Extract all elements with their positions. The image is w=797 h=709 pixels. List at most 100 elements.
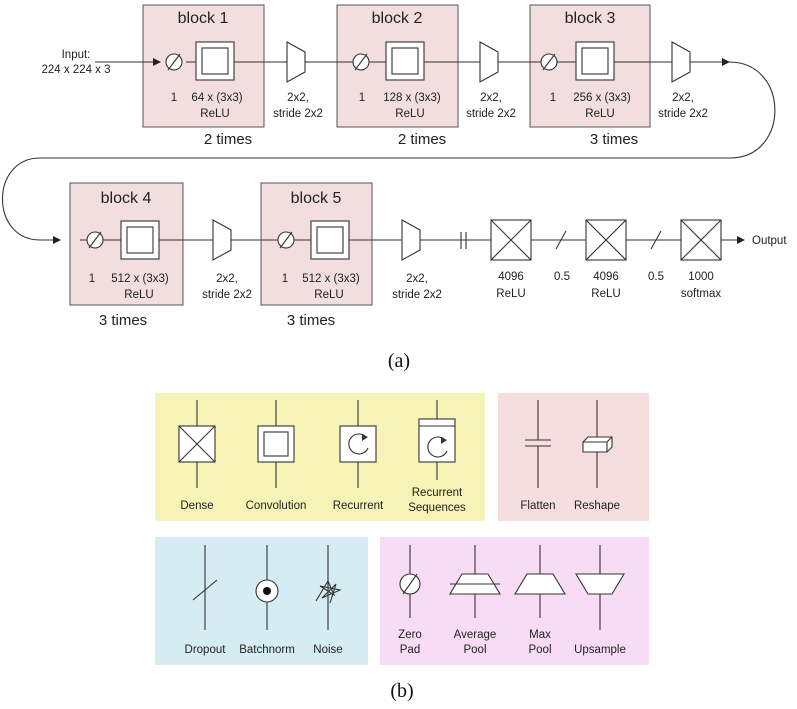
legend-label: Flatten: [520, 500, 555, 512]
legend: Dense Convolution Recurrent Recurrent Se…: [155, 393, 649, 665]
legend-reshape: Reshape: [574, 400, 620, 512]
max-pool-icon: [671, 41, 691, 83]
repeat-label: 2 times: [398, 131, 446, 148]
dense-2: 4096 ReLU: [585, 219, 627, 300]
pool-size-label: 2x2,: [480, 92, 502, 104]
row-1: Input: 224 x 224 x 3 block 1 1 64 x (3x3…: [41, 4, 730, 148]
legend-label: Upsample: [574, 644, 626, 656]
conv-activation-label: ReLU: [124, 289, 153, 301]
zero-pad-slash: [354, 53, 368, 71]
block-3: block 3 1 256 x (3x3) ReLU 3 times: [540, 10, 638, 148]
upsample-icon: [575, 573, 625, 595]
legend-max-pool: Max Pool: [514, 545, 566, 656]
legend-label-2: Sequences: [408, 502, 466, 514]
dropout-1: 0.5: [554, 230, 570, 283]
dropout-icon: [555, 230, 567, 250]
legend-shape-panel: [498, 393, 649, 521]
dropout-2: 0.5: [648, 230, 664, 283]
legend-pooling-panel: [380, 537, 649, 665]
max-pool-2: 2x2, stride 2x2: [466, 41, 516, 120]
block-2: block 2 1 128 x (3x3) ReLU 2 times: [352, 10, 446, 148]
legend-label-2: Pad: [400, 644, 420, 656]
conv-filters-label: 64 x (3x3): [191, 92, 242, 104]
legend-label: Convolution: [246, 500, 307, 512]
pool-stride-label: stride 2x2: [466, 108, 516, 120]
pad-label: 1: [359, 92, 365, 104]
legend-batchnorm: Batchnorm: [239, 545, 295, 656]
zero-pad-slash: [167, 53, 181, 71]
max-pool-3: 2x2, stride 2x2: [658, 41, 708, 120]
convolution-inner: [581, 47, 609, 75]
dense-activation-label: softmax: [681, 288, 722, 300]
convolution-inner: [391, 47, 419, 75]
legend-label: Recurrent: [333, 500, 384, 512]
caption-b: (b): [390, 680, 413, 702]
max-pool-icon: [212, 219, 232, 261]
legend-label: Dense: [180, 500, 213, 512]
conv-filters-label: 512 x (3x3): [302, 273, 360, 285]
dropout-icon: [650, 230, 662, 250]
legend-label: Batchnorm: [239, 644, 295, 656]
dense-units-label: 4096: [593, 271, 619, 283]
legend-dense: Dense: [178, 400, 216, 512]
noise-icon: [315, 579, 342, 604]
pool-stride-label: stride 2x2: [658, 108, 708, 120]
output-label: Output: [752, 235, 787, 247]
pool-size-label: 2x2,: [672, 92, 694, 104]
caption-a: (a): [388, 350, 410, 372]
zero-pad-slash: [279, 231, 293, 249]
reshape-icon: [582, 436, 613, 453]
pad-label: 1: [282, 273, 288, 285]
legend-average-pool: Average Pool: [449, 545, 501, 656]
block-title: block 1: [178, 10, 229, 27]
pool-size-label: 2x2,: [216, 273, 238, 285]
legend-label-2: Pool: [528, 644, 551, 656]
max-pool-1: 2x2, stride 2x2: [273, 41, 323, 120]
row-wrap-connector: [1, 61, 776, 244]
conv-activation-label: ReLU: [395, 108, 424, 120]
legend-convolution: Convolution: [246, 400, 307, 512]
legend-recurrent-sequences: Recurrent Sequences: [408, 400, 466, 514]
convolution-inner: [201, 47, 229, 75]
pool-stride-label: stride 2x2: [273, 108, 323, 120]
block-title: block 2: [372, 10, 423, 27]
legend-zero-pad: Zero Pad: [398, 545, 422, 656]
legend-label-2: Pool: [463, 644, 486, 656]
repeat-label: 2 times: [204, 131, 252, 148]
conv-filters-label: 512 x (3x3): [111, 273, 169, 285]
dropout-rate-label: 0.5: [554, 271, 570, 283]
dense-cross-b: [585, 219, 627, 261]
conv-filters-label: 256 x (3x3): [573, 92, 631, 104]
dense-units-label: 1000: [688, 271, 714, 283]
dense-cross-b: [490, 219, 532, 261]
legend-label: Recurrent: [412, 487, 463, 499]
input-label: Input:: [62, 49, 91, 61]
conv-activation-label: ReLU: [200, 108, 229, 120]
convolution-inner: [316, 226, 344, 254]
pool-size-label: 2x2,: [287, 92, 309, 104]
max-pool-4: 2x2, stride 2x2: [202, 219, 252, 301]
repeat-label: 3 times: [590, 131, 638, 148]
input-size-label: 224 x 224 x 3: [41, 64, 110, 76]
dense-activation-label: ReLU: [496, 288, 525, 300]
max-pool-icon: [479, 41, 499, 83]
max-pool-icon: [401, 219, 421, 261]
pool-stride-label: stride 2x2: [202, 289, 252, 301]
block-1: block 1 1 64 x (3x3) ReLU 2 times: [165, 10, 252, 148]
dropout-icon: [192, 579, 218, 601]
conv-activation-label: ReLU: [314, 289, 343, 301]
legend-noise: Noise: [313, 545, 343, 656]
block-title: block 4: [101, 190, 152, 207]
block-5: block 5 1 512 x (3x3) ReLU 3 times: [277, 190, 360, 329]
legend-dropout: Dropout: [185, 545, 226, 656]
zero-pad-slash: [88, 231, 102, 249]
dense-activation-label: ReLU: [591, 288, 620, 300]
dropout-rate-label: 0.5: [648, 271, 664, 283]
legend-flatten: Flatten: [520, 400, 556, 512]
legend-label: Noise: [313, 644, 342, 656]
legend-label: Max: [529, 629, 551, 641]
convolution-inner: [126, 226, 154, 254]
pad-label: 1: [171, 92, 177, 104]
block-title: block 5: [291, 190, 342, 207]
